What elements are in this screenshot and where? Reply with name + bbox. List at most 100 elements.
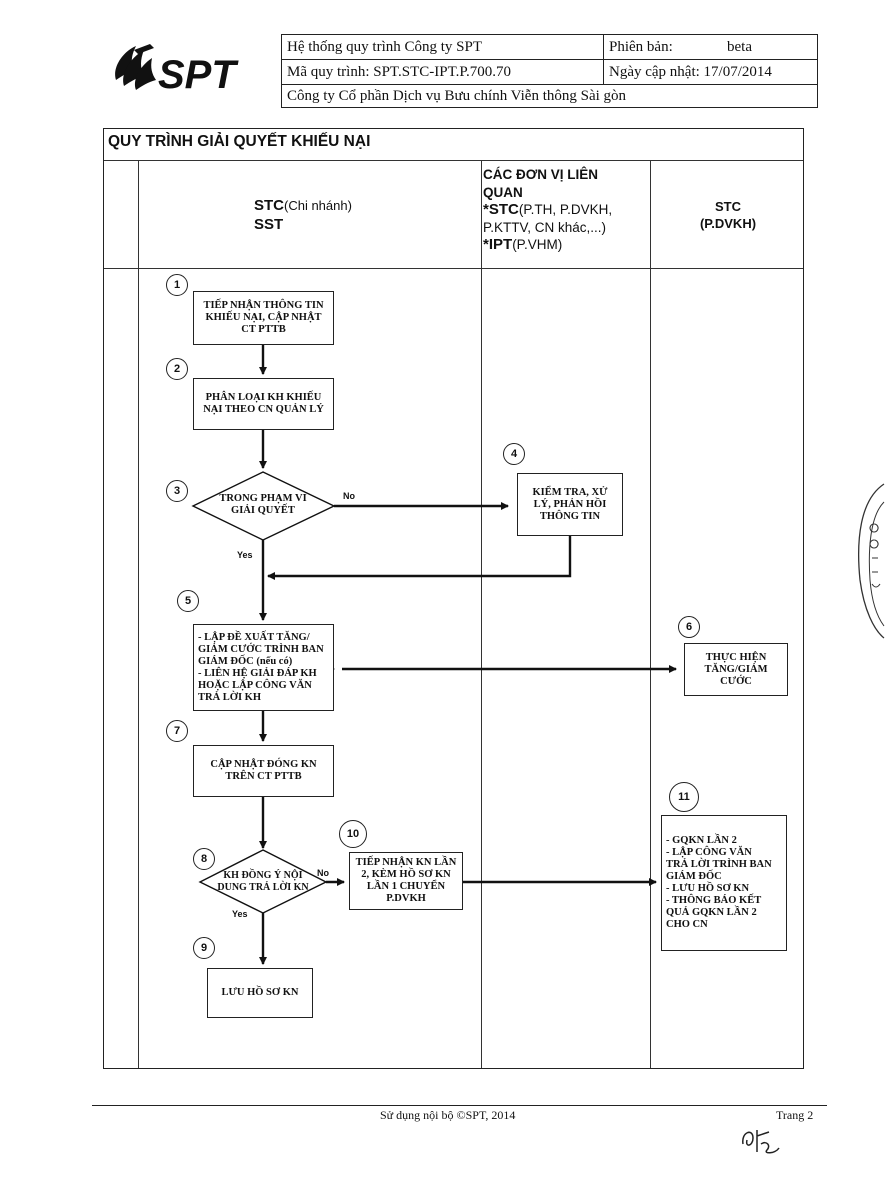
title-divider xyxy=(104,160,803,161)
step-10-line: P.DVKH xyxy=(386,893,426,904)
step-10-line: LẦN 1 CHUYỂN xyxy=(366,881,446,892)
step-10-number: 10 xyxy=(339,820,367,848)
document-header-table: Hệ thống quy trình Công ty SPT Phiên bản… xyxy=(281,34,818,108)
step-11-line: CHO CN xyxy=(666,919,708,930)
lane-header-customer-service: STC (P.DVKH) xyxy=(688,198,768,232)
handwritten-initials xyxy=(742,1130,780,1154)
company-name: Công ty Cổ phần Dịch vụ Bưu chính Viễn t… xyxy=(287,88,627,104)
lane-header-divider xyxy=(104,268,803,269)
step-4-line: KIỂM TRA, XỬ xyxy=(532,486,608,498)
updated-date: Ngày cập nhật: 17/07/2014 xyxy=(609,64,772,80)
version-label: Phiên bản: xyxy=(609,39,673,55)
step-11-line: TRẢ LỜI TRÌNH BAN xyxy=(666,859,772,870)
process-frame xyxy=(103,128,804,1069)
decision-3-no-label: No xyxy=(343,491,355,501)
decision-8-yes-label: Yes xyxy=(232,909,248,919)
lane-divider-2 xyxy=(650,160,651,1068)
step-6-number: 6 xyxy=(678,616,700,638)
lane-branch-note: (Chi nhánh) xyxy=(284,198,352,213)
decision-3-line: GIẢI QUYẾT xyxy=(231,505,295,516)
step-8-number: 8 xyxy=(193,848,215,870)
step-11-line: - THÔNG BÁO KẾT xyxy=(666,895,762,906)
step-6-line: CƯỚC xyxy=(720,675,752,687)
margin-divider xyxy=(138,160,139,1068)
footer-text: Sử dụng nội bộ ©SPT, 2014 xyxy=(380,1108,516,1122)
process-title: QUY TRÌNH GIẢI QUYẾT KHIẾU NẠI xyxy=(108,133,371,150)
lane-branch-sst: SST xyxy=(254,216,284,233)
step-10-line: TIẾP NHẬN KN LẦN xyxy=(355,857,457,868)
step-5-line: - LIÊN HỆ GIẢI ĐÁP KH xyxy=(198,667,317,679)
lane-cs-dept: (P.DVKH) xyxy=(699,216,757,231)
step-2-number: 2 xyxy=(166,358,188,380)
lane-cs-code: STC xyxy=(715,199,741,214)
lane-related-ipt-unit: (P.VHM) xyxy=(512,237,563,252)
step-1-number: 1 xyxy=(166,274,188,296)
step-2-line: PHÂN LOẠI KH KHIẾU xyxy=(205,392,322,403)
spt-logo: SPT xyxy=(110,40,270,98)
decision-3-yes-label: Yes xyxy=(237,550,253,560)
step-5-line: GIÁM ĐỐC (nếu có) xyxy=(198,655,293,667)
step-6-line: THỰC HIỆN xyxy=(705,651,767,663)
step-9-box: LƯU HỒ SƠ KN xyxy=(207,968,313,1018)
step-5-line: - LẬP ĐỀ XUẤT TĂNG/ xyxy=(198,631,310,643)
version-value: beta xyxy=(727,39,752,55)
lane-branch-code: STC xyxy=(254,197,284,214)
decision-8-line: DUNG TRẢ LỜI KN xyxy=(217,882,309,893)
page-number: Trang 2 xyxy=(776,1108,814,1122)
step-6-line: TĂNG/GIẢM xyxy=(704,663,768,675)
step-7-line: TRÊN CT PTTB xyxy=(225,771,302,782)
step-3-number: 3 xyxy=(166,480,188,502)
lane-related-stc-units: (P.TH, P.DVKH, xyxy=(518,202,613,217)
step-4-line: THÔNG TIN xyxy=(539,510,601,522)
lane-related-line1: CÁC ĐƠN VỊ LIÊN xyxy=(483,167,599,182)
step-4-number: 4 xyxy=(503,443,525,465)
step-9-line: LƯU HỒ SƠ KN xyxy=(221,987,299,998)
step-1-line: TIẾP NHẬN THÔNG TIN xyxy=(203,300,324,311)
lane-related-line4: P.KTTV, CN khác,...) xyxy=(483,219,607,235)
step-11-line: QUẢ GQKN LẦN 2 xyxy=(666,907,757,918)
system-name: Hệ thống quy trình Công ty SPT xyxy=(287,39,483,55)
lane-related-line2: QUAN xyxy=(483,184,523,200)
decision-3-shape xyxy=(191,471,336,541)
step-11-line: GIÁM ĐỐC xyxy=(666,871,722,882)
step-11-line: - LẬP CÔNG VĂN xyxy=(666,847,752,858)
step-7-number: 7 xyxy=(166,720,188,742)
decision-8-line: KH ĐỒNG Ý NỘI xyxy=(223,870,303,881)
step-7-line: CẬP NHẬT ĐÓNG KN xyxy=(210,759,317,770)
step-5-line: TRẢ LỜI KH xyxy=(198,691,262,703)
lane-related-stc: *STC xyxy=(483,201,519,218)
step-10-line: 2, KÈM HỒ SƠ KN xyxy=(361,869,451,880)
company-stamp-fragment xyxy=(858,483,885,639)
step-4-line: LÝ, PHẢN HỒI xyxy=(533,498,607,510)
lane-header-related-units: CÁC ĐƠN VỊ LIÊN QUAN *STC(P.TH, P.DVKH, … xyxy=(483,166,612,254)
lane-header-branch: STC(Chi nhánh) SST xyxy=(254,196,352,234)
footer-rule xyxy=(92,1105,827,1106)
process-code: Mã quy trình: SPT.STC-IPT.P.700.70 xyxy=(287,64,512,80)
decision-8-shape xyxy=(198,849,328,914)
step-11-number: 11 xyxy=(669,782,699,812)
spt-logo-mark: SPT xyxy=(115,44,239,97)
lane-divider-1 xyxy=(481,160,482,1068)
step-1-line: CT PTTB xyxy=(241,324,286,335)
decision-8-no-label: No xyxy=(317,868,329,878)
lane-related-ipt: *IPT xyxy=(483,236,513,253)
step-11-line: - LƯU HỒ SƠ KN xyxy=(666,883,750,894)
step-9-number: 9 xyxy=(193,937,215,959)
step-2-line: NẠI THEO CN QUẢN LÝ xyxy=(203,404,324,415)
step-5-line: HOẶC LẬP CÔNG VĂN xyxy=(198,679,312,691)
decision-3-line: TRONG PHẠM VI xyxy=(219,493,307,504)
arrow-4-return xyxy=(267,536,572,580)
step-5-line: GIẢM CƯỚC TRÌNH BAN xyxy=(198,643,324,655)
step-11-line: - GQKN LẦN 2 xyxy=(666,835,737,846)
